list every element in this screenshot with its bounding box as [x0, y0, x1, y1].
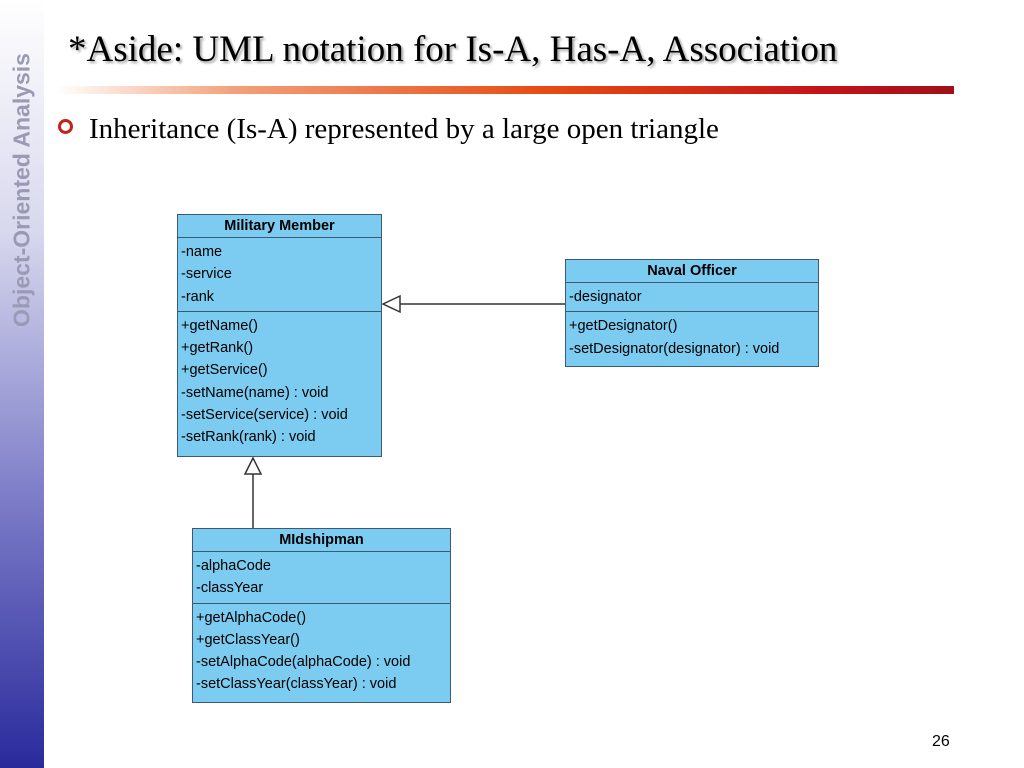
class-naval-officer: Naval Officer -designator +getDesignator…	[565, 259, 819, 367]
slide-title: *Aside: UML notation for Is-A, Has-A, As…	[68, 29, 838, 70]
bullet-item: Inheritance (Is-A) represented by a larg…	[58, 113, 719, 146]
attribute-compartment: -alphaCode -classYear	[193, 552, 450, 604]
operation-compartment: +getDesignator() -setDesignator(designat…	[566, 312, 818, 363]
operation: +getService()	[181, 362, 268, 379]
operation: +getRank()	[181, 340, 254, 357]
attribute: -name	[181, 244, 223, 260]
operation: -setClassYear(classYear) : void	[196, 676, 397, 693]
sidebar-band: Object-Oriented Analysis	[0, 0, 44, 768]
naval-inheritance-connector	[381, 294, 565, 314]
title-underline	[56, 86, 954, 94]
open-triangle-icon	[381, 294, 401, 314]
midshipman-inheritance-connector	[243, 456, 263, 528]
attribute: -service	[181, 266, 232, 283]
operation: +getClassYear()	[196, 631, 300, 648]
attribute-compartment: -name -service -rank	[178, 238, 381, 312]
bullet-text: Inheritance (Is-A) represented by a larg…	[89, 113, 719, 145]
operation: +getName()	[181, 317, 258, 334]
operation: -setName(name) : void	[181, 384, 329, 401]
attribute: -classYear	[196, 580, 264, 597]
class-name: MIdshipman	[193, 529, 450, 552]
attribute: -rank	[181, 288, 215, 305]
page-number: 26	[932, 733, 950, 750]
operation: +getAlphaCode()	[196, 609, 307, 626]
open-triangle-icon	[243, 456, 263, 475]
attribute-compartment: -designator	[566, 283, 818, 313]
operation: -setAlphaCode(alphaCode) : void	[196, 654, 411, 671]
class-name: Naval Officer	[566, 260, 818, 283]
operation: -setDesignator(designator) : void	[569, 340, 780, 357]
class-name: Military Member	[178, 215, 381, 238]
operation: -setService(service) : void	[181, 407, 348, 424]
operation-compartment: +getName() +getRank() +getService() -set…	[178, 312, 381, 452]
class-military-member: Military Member -name -service -rank +ge…	[177, 214, 382, 457]
operation: +getDesignator()	[569, 318, 678, 335]
class-midshipman: MIdshipman -alphaCode -classYear +getAlp…	[192, 528, 451, 703]
operation-compartment: +getAlphaCode() +getClassYear() -setAlph…	[193, 604, 450, 699]
attribute: -designator	[569, 289, 642, 305]
attribute: -alphaCode	[196, 558, 271, 574]
bullet-circle-icon	[58, 119, 73, 134]
operation: -setRank(rank) : void	[181, 429, 316, 446]
